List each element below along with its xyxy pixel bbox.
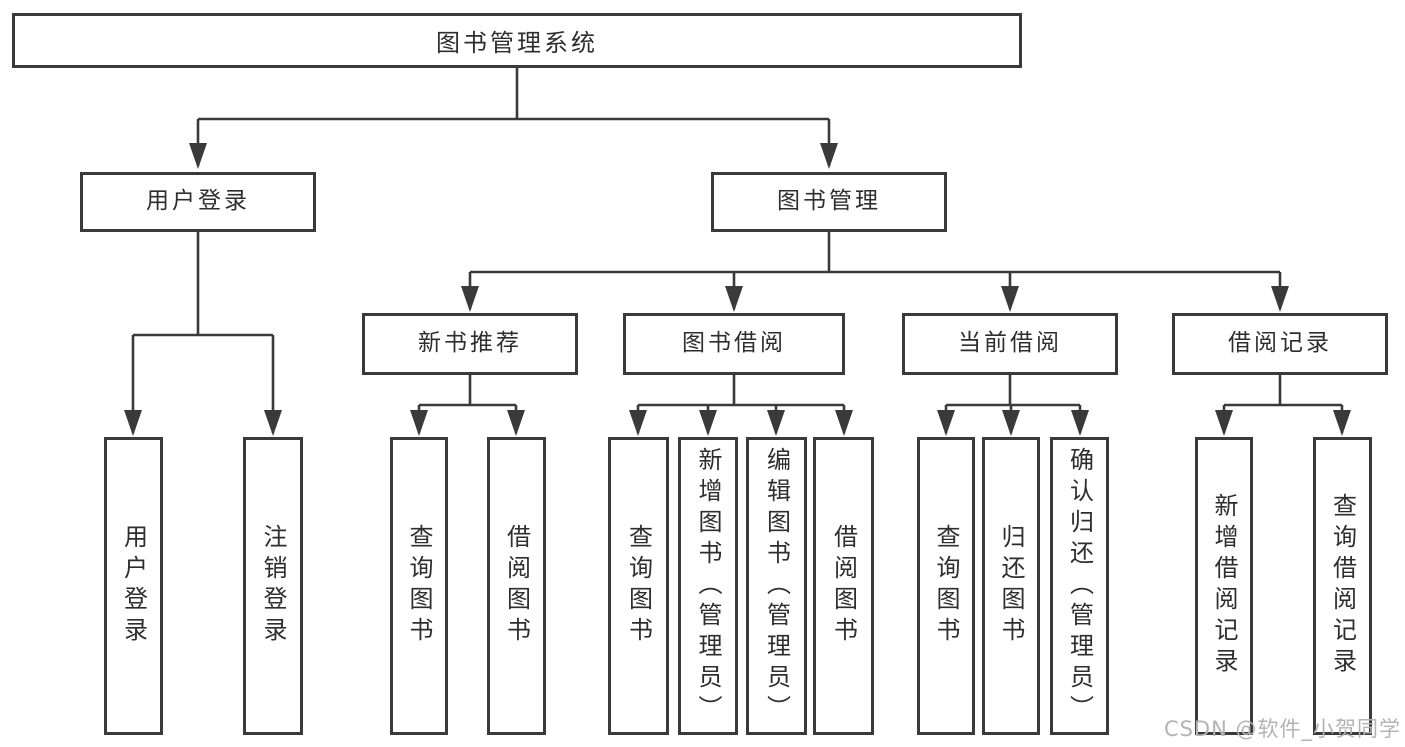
leaf-query-borrow-record-label: 查询借阅记录 — [1328, 493, 1357, 679]
node-user-login: 用户登录 — [80, 172, 316, 232]
node-library-system: 图书管理系统 — [12, 13, 1022, 68]
leaf-logout-label: 注销登录 — [259, 524, 287, 648]
leaf-edit-book-admin-label: 编辑图书（管理员） — [762, 446, 791, 726]
node-new-book-recommend: 新书推荐 — [362, 313, 578, 375]
leaf-borrow-book: 借阅图书 — [813, 437, 874, 735]
leaf-add-borrow-record-label: 新增借阅记录 — [1210, 493, 1238, 679]
leaf-borrow-book-label: 借阅图书 — [829, 524, 858, 648]
leaf-recommend-borrow-books-label: 借阅图书 — [502, 524, 531, 648]
csdn-watermark: CSDN @软件_小贺同学 — [1163, 717, 1401, 741]
node-user-login-label: 用户登录 — [146, 188, 250, 215]
leaf-recommend-query-books-label: 查询图书 — [405, 524, 433, 648]
leaf-user-login: 用户登录 — [104, 437, 163, 735]
leaf-add-borrow-record: 新增借阅记录 — [1195, 437, 1253, 735]
leaf-user-login-label: 用户登录 — [119, 524, 148, 648]
leaf-logout: 注销登录 — [243, 437, 303, 735]
leaf-add-book-admin: 新增图书（管理员） — [678, 437, 738, 735]
node-library-system-label: 图书管理系统 — [436, 29, 598, 57]
leaf-return-book-label: 归还图书 — [997, 524, 1025, 648]
node-book-management: 图书管理 — [711, 172, 947, 232]
leaf-current-query-books-label: 查询图书 — [932, 524, 960, 648]
leaf-query-borrow-record: 查询借阅记录 — [1313, 437, 1372, 735]
leaf-confirm-return-admin: 确认归还（管理员） — [1050, 437, 1109, 735]
leaf-borrow-query-books: 查询图书 — [608, 437, 669, 735]
node-current-borrow-label: 当前借阅 — [958, 330, 1062, 357]
node-current-borrow: 当前借阅 — [902, 313, 1118, 375]
leaf-add-book-admin-label: 新增图书（管理员） — [694, 446, 722, 726]
node-book-borrow: 图书借阅 — [623, 313, 845, 375]
leaf-borrow-query-books-label: 查询图书 — [624, 524, 653, 648]
leaf-edit-book-admin: 编辑图书（管理员） — [746, 437, 807, 735]
leaf-recommend-borrow-books: 借阅图书 — [487, 437, 546, 735]
node-book-borrow-label: 图书借阅 — [682, 330, 786, 357]
node-borrow-records-label: 借阅记录 — [1228, 330, 1332, 357]
leaf-recommend-query-books: 查询图书 — [390, 437, 448, 735]
node-book-management-label: 图书管理 — [777, 188, 881, 215]
node-new-book-recommend-label: 新书推荐 — [418, 330, 522, 357]
leaf-current-query-books: 查询图书 — [917, 437, 975, 735]
leaf-return-book: 归还图书 — [982, 437, 1040, 735]
node-borrow-records: 借阅记录 — [1172, 313, 1388, 375]
leaf-confirm-return-admin-label: 确认归还（管理员） — [1065, 446, 1094, 726]
